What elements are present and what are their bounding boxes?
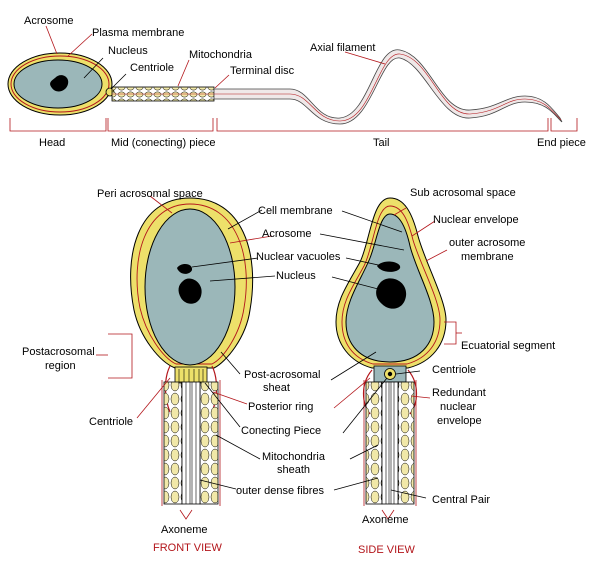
front-vacuole-1 <box>177 264 193 274</box>
label-nuclear-envelope: Nuclear envelope <box>433 214 519 226</box>
label-axial-filament: Axial filament <box>310 42 375 54</box>
label-outer-acrosome-1: outer acrosome <box>449 237 525 249</box>
label-redundant-1: Redundant <box>432 387 486 399</box>
label-postacrosomal-1: Postacrosomal <box>22 346 95 358</box>
label-front-view: FRONT VIEW <box>153 542 222 554</box>
label-nuclear-vacuoles: Nuclear vacuoles <box>256 251 341 263</box>
front-connecting-piece <box>174 366 208 384</box>
label-post-acrosomal-1: Post-acrosomal <box>244 369 320 381</box>
label-mito-sheath-2: sheath <box>277 464 310 476</box>
label-postacrosomal-2: region <box>45 360 76 372</box>
label-axoneme-right: Axoneme <box>362 514 408 526</box>
head-plasma-membrane <box>10 55 110 113</box>
label-posterior-ring: Posterior ring <box>248 401 313 413</box>
label-sub-acrosomal-space: Sub acrosomal space <box>410 187 516 199</box>
front-mito-right <box>199 381 219 505</box>
label-mid-piece: Mid (conecting) piece <box>111 137 216 149</box>
label-central-pair: Central Pair <box>432 494 490 506</box>
label-peri-acrosomal-space: Peri acrosomal space <box>97 188 203 200</box>
side-vacuole-2 <box>376 278 407 309</box>
top-tail <box>213 49 563 125</box>
label-centriole-right: Centriole <box>432 364 476 376</box>
side-leader-lines <box>319 207 448 499</box>
label-redundant-2: nuclear <box>440 401 476 413</box>
label-centriole-top: Centriole <box>130 62 174 74</box>
label-ecuatorial-segment: Ecuatorial segment <box>461 340 555 352</box>
label-side-view: SIDE VIEW <box>358 544 415 556</box>
front-leader-lines <box>136 195 276 490</box>
whole-sperm-illustration <box>7 49 578 132</box>
label-acrosome-top: Acrosome <box>24 15 74 27</box>
label-plasma-membrane: Plasma membrane <box>92 27 184 39</box>
label-head: Head <box>39 137 65 149</box>
front-mito-left <box>163 381 183 505</box>
label-cell-membrane: Cell membrane <box>258 205 333 217</box>
label-axoneme-left: Axoneme <box>161 524 207 536</box>
front-view-illustration <box>96 197 254 520</box>
label-outer-dense-fibres: outer dense fibres <box>236 485 325 497</box>
label-terminal-disc: Terminal disc <box>230 65 295 77</box>
label-post-acrosomal-2: sheat <box>263 382 290 394</box>
label-acrosome: Acrosome <box>262 228 312 240</box>
label-redundant-3: envelope <box>437 415 482 427</box>
front-vacuole-2 <box>178 278 202 304</box>
top-leader-lines <box>45 25 386 90</box>
label-conecting-piece: Conecting Piece <box>241 425 321 437</box>
label-nucleus: Nucleus <box>276 270 316 282</box>
label-mitochondria-top: Mitochondria <box>189 49 253 61</box>
label-tail: Tail <box>373 137 390 149</box>
label-outer-acrosome-2: membrane <box>461 251 514 263</box>
label-end-piece: End piece <box>537 137 586 149</box>
label-centriole-left: Centriole <box>89 416 133 428</box>
head-vacuole <box>50 75 69 92</box>
side-vacuole-1 <box>377 261 401 272</box>
side-view-illustration <box>335 197 462 520</box>
label-nucleus-top: Nucleus <box>108 45 148 57</box>
label-mito-sheath-1: Mitochondria <box>262 451 326 463</box>
